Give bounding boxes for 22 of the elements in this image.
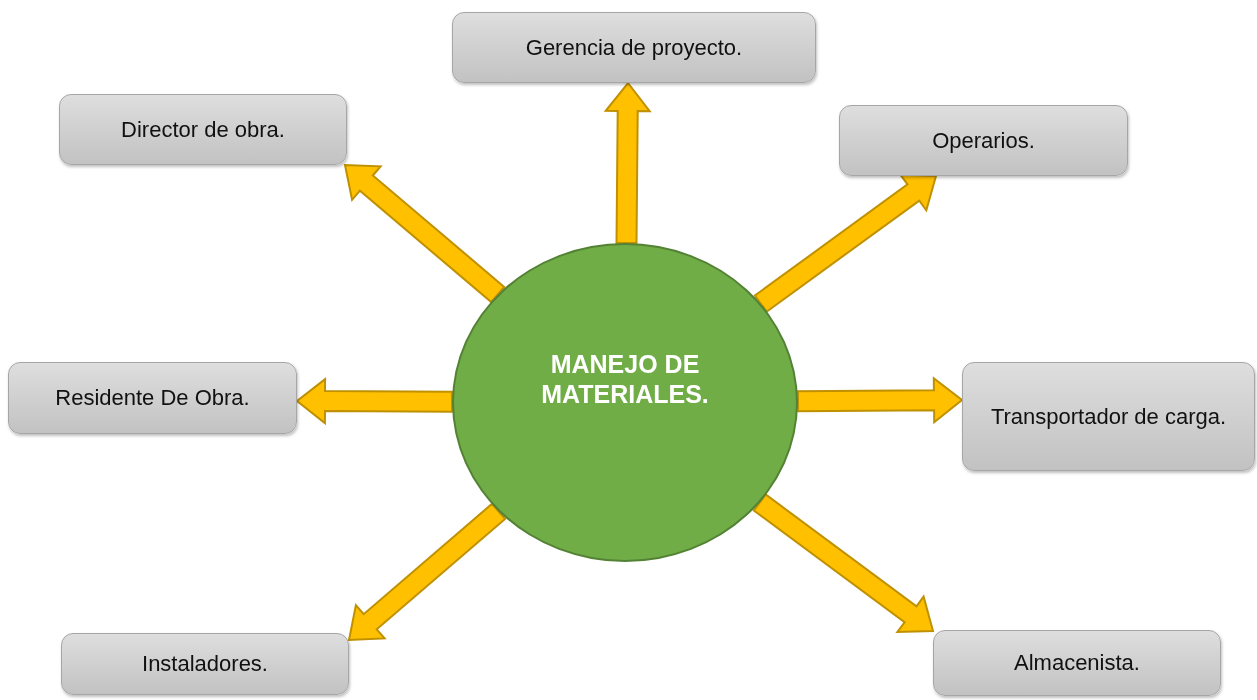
block-arrow bbox=[752, 493, 935, 634]
central-title: MANEJO DE MATERIALES. bbox=[540, 348, 710, 409]
role-box bbox=[59, 94, 347, 165]
role-box bbox=[962, 362, 1255, 471]
block-arrow bbox=[603, 81, 652, 245]
role-box bbox=[933, 630, 1221, 696]
role-label: Director de obra. bbox=[121, 115, 285, 144]
role-label: Operarios. bbox=[932, 126, 1035, 155]
role-box bbox=[61, 633, 349, 695]
role-box bbox=[452, 12, 816, 83]
block-arrow bbox=[295, 377, 453, 426]
block-arrow bbox=[343, 163, 506, 304]
role-label: Residente De Obra. bbox=[55, 384, 250, 412]
role-label: Almacenista. bbox=[1014, 649, 1140, 677]
block-arrow bbox=[347, 502, 507, 642]
role-label: Instaladores. bbox=[142, 650, 268, 678]
block-arrow bbox=[796, 376, 964, 425]
role-box bbox=[8, 362, 297, 434]
role-box bbox=[839, 105, 1128, 176]
role-label: Transportador de carga. bbox=[990, 402, 1227, 431]
role-label: Gerencia de proyecto. bbox=[525, 33, 743, 62]
block-arrow bbox=[753, 173, 938, 314]
